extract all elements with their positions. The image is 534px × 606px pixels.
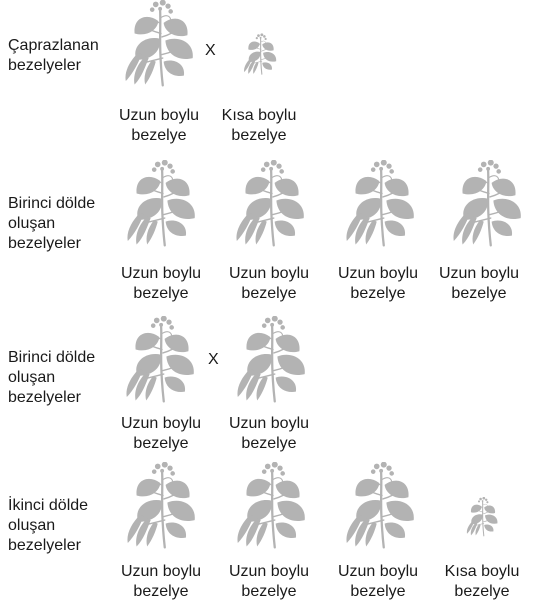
plant-caption: Uzun boylu bezelye	[214, 562, 324, 602]
cross-symbol: X	[205, 43, 216, 59]
tall-pea-plant	[227, 160, 317, 248]
plant-caption: Uzun boylu bezelye	[104, 106, 214, 146]
pea-plant-icon	[445, 160, 533, 248]
short-pea-plant	[463, 497, 503, 537]
row-2-label: Birinci dölde oluşan bezelyeler	[8, 194, 95, 254]
tall-pea-plant	[445, 160, 533, 248]
plant-caption: Uzun boylu bezelye	[214, 264, 324, 304]
pea-plant-icon	[228, 462, 318, 550]
tall-pea-plant	[337, 160, 427, 248]
tall-pea-plant	[116, 0, 206, 88]
pea-plant-icon	[117, 316, 207, 404]
pea-plant-icon	[240, 33, 282, 76]
plant-caption: Uzun boylu bezelye	[106, 414, 216, 454]
pea-plant-icon	[337, 462, 427, 550]
plant-caption: Uzun boylu bezelye	[424, 264, 534, 304]
tall-pea-plant	[228, 316, 318, 404]
plant-caption: Kısa boylu bezelye	[427, 562, 534, 602]
pea-plant-icon	[118, 462, 208, 550]
pea-plant-icon	[463, 497, 503, 537]
plant-caption: Kısa boylu bezelye	[204, 106, 314, 146]
pea-plant-icon	[227, 160, 317, 248]
tall-pea-plant	[337, 462, 427, 550]
cross-symbol: X	[208, 352, 219, 368]
tall-pea-plant	[117, 316, 207, 404]
pea-plant-icon	[118, 160, 208, 248]
plant-caption: Uzun boylu bezelye	[214, 414, 324, 454]
tall-pea-plant	[118, 160, 208, 248]
plant-caption: Uzun boylu bezelye	[106, 264, 216, 304]
short-pea-plant	[240, 33, 282, 76]
pea-plant-icon	[228, 316, 318, 404]
row-4-label: İkinci dölde oluşan bezelyeler	[8, 496, 88, 556]
plant-caption: Uzun boylu bezelye	[323, 264, 433, 304]
pea-plant-icon	[116, 0, 206, 88]
tall-pea-plant	[228, 462, 318, 550]
tall-pea-plant	[118, 462, 208, 550]
pea-plant-icon	[337, 160, 427, 248]
plant-caption: Uzun boylu bezelye	[323, 562, 433, 602]
row-1-label: Çaprazlanan bezelyeler	[8, 36, 99, 76]
plant-caption: Uzun boylu bezelye	[106, 562, 216, 602]
row-3-label: Birinci dölde oluşan bezelyeler	[8, 348, 95, 408]
